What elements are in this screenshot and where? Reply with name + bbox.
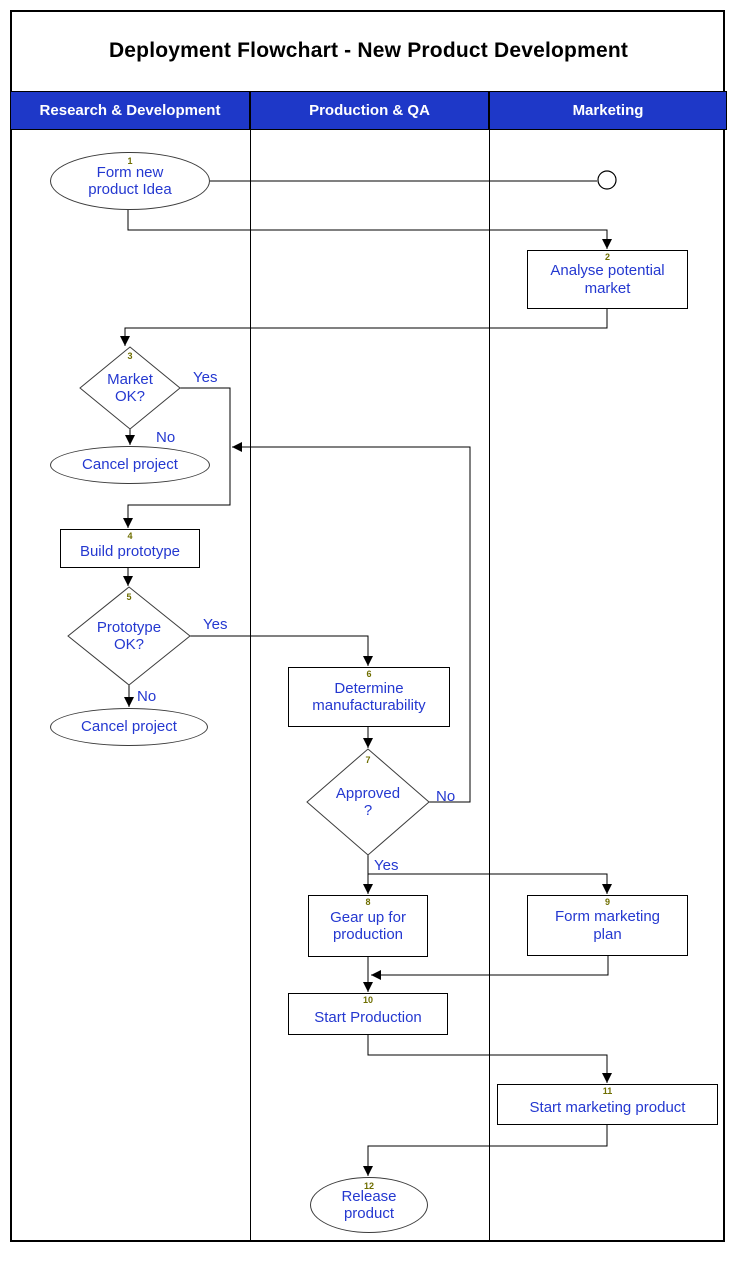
node-number: 10	[362, 995, 373, 1005]
node-label: Form marketing plan	[554, 908, 661, 943]
node-number: 3	[127, 351, 133, 361]
edge-label-approved-no: No	[436, 788, 456, 805]
lane-header-marketing: Marketing	[489, 91, 727, 130]
node-label: Start Production	[314, 1008, 422, 1026]
page-title: Deployment Flowchart - New Product Devel…	[108, 38, 629, 62]
diamond-approved	[306, 748, 430, 856]
node-approved: 7 Approved ?	[307, 749, 429, 855]
node-cancel-project-1: Cancel project	[50, 446, 210, 484]
node-analyse-potential-market: 2 Analyse potential market	[527, 250, 688, 309]
node-label: Form new product Idea	[88, 163, 172, 198]
node-label: Start marketing product	[529, 1099, 686, 1117]
node-number: 6	[366, 669, 372, 679]
lane-header-production-qa: Production & QA	[250, 91, 489, 130]
node-build-prototype: 4 Build prototype	[60, 529, 200, 568]
diamond-prototype-ok	[67, 586, 191, 686]
diamond-market-ok	[79, 346, 181, 430]
node-market-ok: 3 Market OK?	[80, 347, 180, 429]
node-start-production: 10 Start Production	[288, 993, 448, 1035]
edge-approved-yes-to-marketingplan	[367, 855, 612, 894]
node-number: 1	[127, 156, 133, 166]
node-label: Cancel project	[82, 456, 178, 474]
node-number: 7	[365, 755, 371, 765]
edge-analyse-to-marketok	[120, 309, 608, 346]
node-label: Gear up for production	[330, 908, 406, 943]
node-number: 11	[602, 1086, 613, 1096]
edge-label-market-ok-no: No	[156, 429, 176, 446]
node-number: 9	[604, 897, 610, 907]
node-form-new-product-idea: 1 Form new product Idea	[50, 152, 210, 210]
edge-label-prototype-ok-yes: Yes	[203, 616, 228, 633]
off-page-connector-circle	[597, 170, 617, 190]
node-label: Analyse potential market	[550, 262, 665, 297]
flow-edges	[120, 180, 612, 1176]
edge-marketingplan-merge	[371, 956, 609, 980]
node-label: Determine manufacturability	[312, 679, 426, 714]
edge-idea-to-analyse	[127, 210, 612, 249]
node-number: 8	[365, 897, 371, 907]
node-label: Market OK?	[107, 370, 153, 405]
edge-marketok-yes-to-build	[123, 387, 231, 528]
lane-label: Research & Development	[39, 102, 221, 119]
edge-label-prototype-ok-no: No	[137, 688, 157, 705]
title-bar: Deployment Flowchart - New Product Devel…	[10, 10, 727, 91]
node-number: 5	[126, 592, 132, 602]
edge-startmarketing-to-release	[363, 1125, 608, 1176]
node-release-product: 12 Release product	[310, 1177, 428, 1233]
node-form-marketing-plan: 9 Form marketing plan	[527, 895, 688, 956]
node-determine-manufacturability: 6 Determine manufacturability	[288, 667, 450, 727]
node-label: Build prototype	[79, 542, 181, 560]
lane-label: Production & QA	[309, 102, 430, 119]
edge-label-market-ok-yes: Yes	[193, 369, 218, 386]
lane-label: Marketing	[572, 102, 644, 119]
node-number: 4	[127, 531, 133, 541]
node-prototype-ok: 5 Prototype OK?	[68, 587, 190, 685]
edge-label-approved-yes: Yes	[374, 857, 399, 874]
node-label: Cancel project	[81, 718, 177, 736]
lane-divider-lines	[250, 130, 490, 1242]
diagram-border	[10, 10, 725, 1242]
edge-startproduction-to-startmarketing	[367, 1035, 612, 1083]
node-start-marketing-product: 11 Start marketing product	[497, 1084, 718, 1125]
node-label: Approved ?	[335, 784, 401, 819]
node-gear-up-for-production: 8 Gear up for production	[308, 895, 428, 957]
edge-prototypeok-yes-to-determine	[190, 635, 373, 666]
edge-approved-no-loop	[232, 442, 471, 803]
lane-header-research-development: Research & Development	[10, 91, 250, 130]
node-label: Prototype OK?	[96, 618, 162, 653]
node-number: 12	[363, 1181, 374, 1191]
node-cancel-project-2: Cancel project	[50, 708, 208, 746]
decision-shapes	[67, 346, 430, 856]
node-label: Release product	[341, 1187, 397, 1222]
node-number: 2	[604, 252, 610, 262]
